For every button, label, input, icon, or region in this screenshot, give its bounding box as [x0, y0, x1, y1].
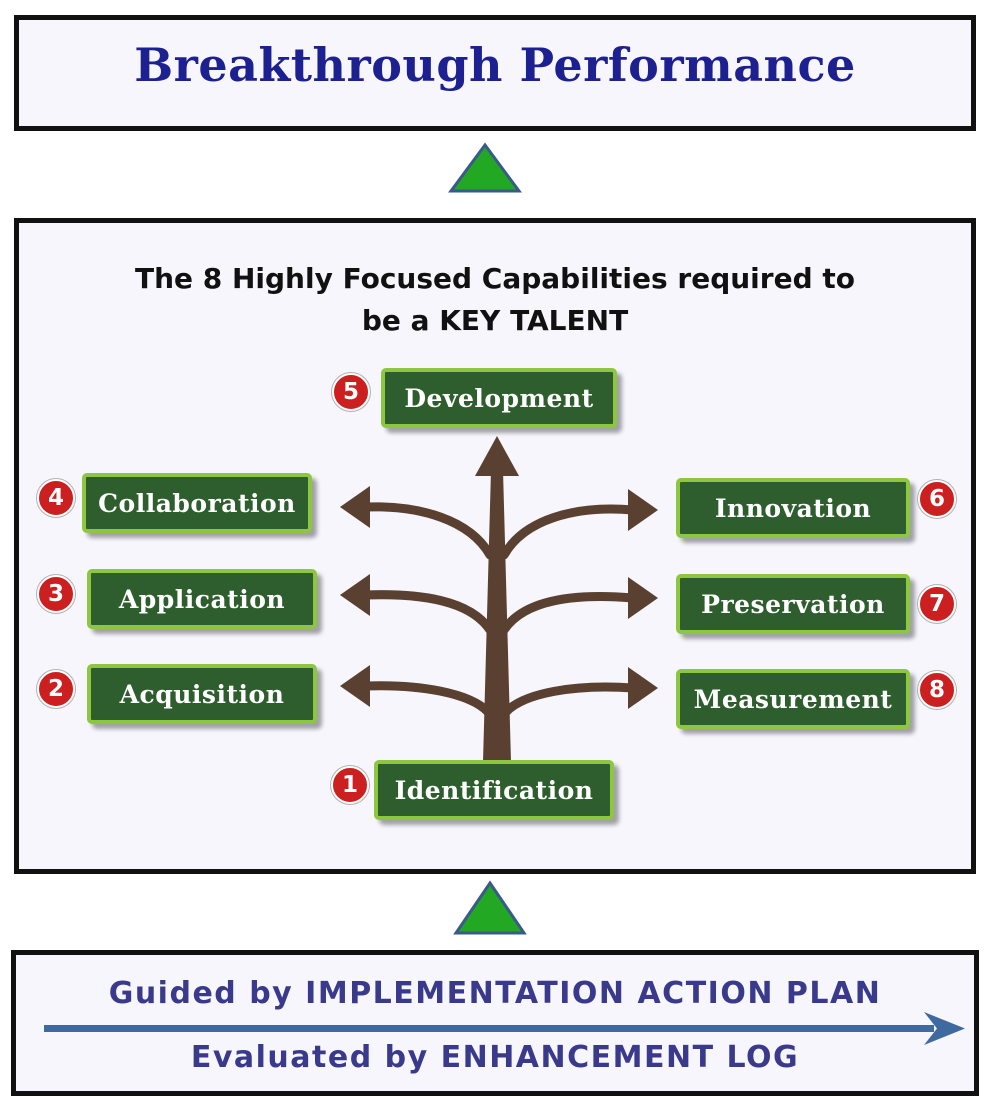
capability-box-collaboration: Collaboration — [82, 473, 312, 533]
capability-label: Acquisition — [119, 679, 285, 709]
capability-box-preservation: Preservation — [676, 574, 910, 634]
tree-branches — [360, 502, 638, 717]
capability-box-measurement: Measurement — [676, 669, 910, 729]
capability-label: Innovation — [714, 493, 872, 523]
capability-box-acquisition: Acquisition — [87, 664, 317, 724]
capability-number-badge: 7 — [918, 585, 956, 623]
capability-label: Development — [404, 383, 594, 413]
page-title: Breakthrough Performance — [134, 38, 856, 92]
capabilities-heading: The 8 Highly Focused Capabilities requir… — [14, 258, 976, 342]
capability-number-badge: 2 — [37, 670, 75, 708]
capability-label: Identification — [394, 775, 594, 805]
capability-number-badge: 1 — [331, 766, 369, 804]
up-triangle-icon — [453, 880, 527, 935]
heading-line-2: be a KEY TALENT — [361, 304, 629, 337]
right-arrow-icon — [44, 1012, 965, 1045]
capability-number-badge: 3 — [37, 575, 75, 613]
up-triangle-icon — [448, 142, 522, 193]
evaluated-by-text: Evaluated by ENHANCEMENT LOG — [190, 1040, 800, 1075]
capability-number-badge: 8 — [918, 671, 956, 709]
capability-number-badge: 4 — [37, 479, 75, 517]
capability-label: Application — [118, 584, 286, 614]
tree-trunk — [475, 436, 519, 762]
capability-box-application: Application — [87, 569, 317, 629]
capability-box-identification: Identification — [374, 760, 614, 820]
capability-box-innovation: Innovation — [676, 478, 910, 538]
footer-frame — [11, 950, 979, 1096]
capability-number-badge: 5 — [332, 373, 370, 411]
branch-arrowheads — [340, 486, 658, 709]
capability-label: Collaboration — [98, 488, 296, 518]
capability-label: Measurement — [693, 684, 893, 714]
title-frame — [14, 15, 976, 131]
heading-line-1: The 8 Highly Focused Capabilities requir… — [134, 262, 855, 295]
capability-label: Preservation — [701, 589, 885, 619]
capability-number-badge: 6 — [918, 480, 956, 518]
capability-box-development: Development — [381, 368, 617, 428]
guided-by-text: Guided by IMPLEMENTATION ACTION PLAN — [108, 976, 882, 1011]
